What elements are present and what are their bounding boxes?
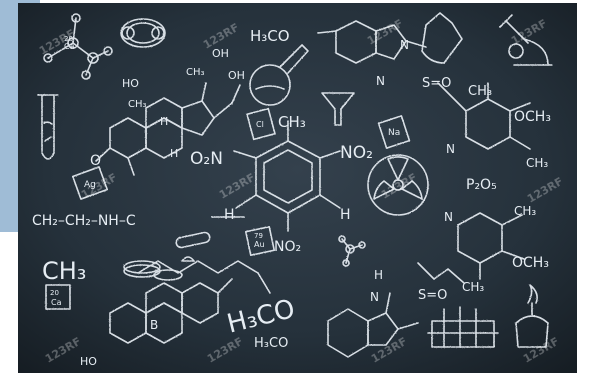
molecule-model-drawing (43, 13, 113, 80)
element-card-3 (246, 107, 276, 141)
element-card-5 (244, 225, 276, 257)
steroid-structure-drawing (95, 82, 241, 176)
radiation-symbol-drawing (367, 154, 429, 216)
bottom-steroid-drawing (109, 278, 233, 344)
pyridine-top-drawing (437, 82, 531, 150)
formula-no2-bottom: NO₂ (274, 239, 301, 255)
element-card-2-symbol: Au (254, 240, 265, 249)
formula-labels: H₃CO OH OH HO CH₃ CH₃ O H H O₂N NO₂ NO₂ … (32, 27, 551, 368)
carbon-chain-drawing (137, 260, 271, 294)
trinitrobenzene-drawing (233, 120, 341, 232)
formula-n-1: N (400, 38, 409, 52)
burner-drawing (515, 284, 549, 348)
formula-h-2: H (170, 147, 178, 160)
element-card-1-symbol: Ca (51, 298, 62, 307)
formula-oh-1: OH (212, 47, 229, 60)
formula-no2-right: NO₂ (340, 143, 373, 163)
element-card-5-symbol: Ca (64, 42, 75, 51)
round-flask-drawing (249, 44, 309, 106)
formula-n-bottom: N (370, 290, 379, 304)
formula-n-2: N (376, 74, 385, 88)
element-card-1 (45, 284, 71, 310)
formula-ho: HO (122, 77, 139, 90)
element-card-2 (71, 166, 109, 200)
water-molecule-drawing (120, 18, 166, 48)
formula-p2o5: P₂O₅ (466, 177, 497, 193)
formula-chain: CH₂–CH₂–NH–C (32, 213, 136, 229)
formula-ch3-steroid-b: CH₃ (186, 67, 205, 78)
formula-ch3-steroid-a: CH₃ (128, 99, 147, 110)
board-background (18, 3, 577, 373)
formula-ch3-right-2: CH₃ (526, 156, 548, 170)
element-card-3-symbol: Na (388, 128, 400, 138)
erlenmeyer-flask-drawing (421, 12, 463, 64)
formula-b-ring: B (150, 318, 158, 332)
formula-o2n: O₂N (190, 149, 223, 169)
element-card-4-symbol: Ag (84, 180, 96, 190)
element-card-6-symbol: Cl (256, 120, 264, 129)
formula-o-left: O (90, 153, 101, 169)
formula-och3-right: OCH₃ (514, 109, 551, 125)
formula-s-bottom: S=O (418, 288, 447, 303)
formula-ho-bottom: HO (80, 355, 97, 368)
element-card-1-number: 20 (50, 289, 59, 297)
formula-ch3-right: CH₃ (468, 84, 492, 99)
formula-oh-2: OH (228, 69, 245, 82)
formula-h3co-top: H₃CO (250, 27, 290, 45)
formula-h-left-ring: H (224, 207, 235, 223)
formula-och3-right-2: OCH₃ (512, 255, 549, 271)
formula-ch3-bottom: CH₃ (462, 280, 484, 294)
element-card-5-number: 20 (64, 35, 73, 43)
pyridine-bottom-drawing (457, 212, 525, 280)
pills-drawing (123, 231, 211, 281)
formula-ch3-big: CH₃ (42, 257, 86, 285)
formula-h-bottom: H (374, 268, 383, 282)
funnel-drawing (321, 92, 355, 126)
formula-ch3-center: CH₃ (278, 113, 306, 131)
formula-h-1: H (160, 115, 168, 128)
element-card-4 (377, 115, 411, 149)
formula-h3co-bottom: H₃CO (254, 336, 288, 351)
element-cards-drawing (45, 107, 411, 310)
chalkboard-image: H₃CO OH OH HO CH₃ CH₃ O H H O₂N NO₂ NO₂ … (18, 3, 577, 373)
bottom-benzimidazole-drawing (327, 262, 465, 358)
formula-ch3-right-3: CH₃ (514, 204, 536, 218)
formula-n-right: N (446, 142, 455, 156)
microscope-drawing (499, 14, 553, 66)
formula-h-right-ring: H (340, 207, 351, 223)
element-card-2-number: 79 (254, 232, 263, 240)
chalk-drawings (37, 12, 553, 358)
test-tube-drawing (37, 94, 59, 160)
chalkboard-svg: H₃CO OH OH HO CH₃ CH₃ O H H O₂N NO₂ NO₂ … (18, 3, 577, 373)
small-molecule-drawing (338, 235, 366, 267)
test-tube-rack-drawing (427, 306, 499, 348)
formula-s-o: S=O (422, 76, 451, 91)
formula-n-right-2: N (444, 210, 453, 224)
